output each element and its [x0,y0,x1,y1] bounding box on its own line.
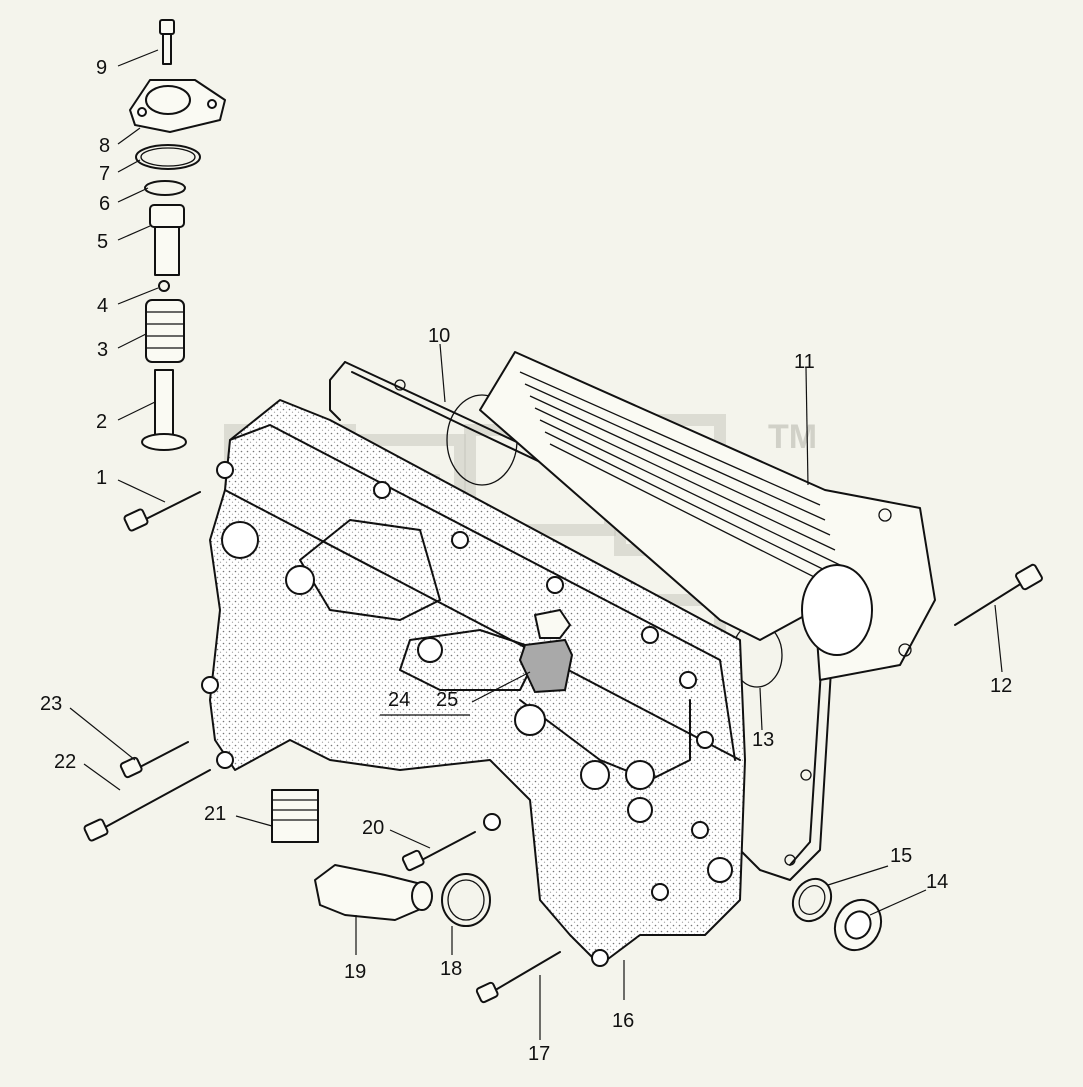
callout-7: 7 [99,163,110,185]
callout-13: 13 [752,729,774,751]
cooler-housing [201,399,746,967]
callout-12: 12 [990,675,1012,697]
callout-15: 15 [890,845,912,867]
callout-20: 20 [362,817,384,839]
callout-3: 3 [97,339,108,361]
leader-lines [69,49,1003,1040]
callout-17: 17 [528,1043,550,1065]
callout-21: 21 [204,803,226,825]
callout-2: 2 [96,411,107,433]
callout-25: 25 [436,689,458,711]
watermark-tm: TM [768,418,817,456]
oil-cooler-core [479,351,936,681]
callout-11: 11 [794,351,815,373]
callout-5: 5 [97,231,108,253]
callout-14: 14 [926,871,948,893]
callout-10: 10 [428,325,450,347]
bolts [83,491,1043,1004]
callout-19: 19 [344,961,366,983]
valve-stack [129,19,226,451]
callout-24: 24 [388,689,410,711]
callout-22: 22 [54,751,76,773]
fittings [271,789,883,952]
callout-23: 23 [40,693,62,715]
callout-9: 9 [96,57,107,79]
callout-1: 1 [96,467,107,489]
callout-6: 6 [99,193,110,215]
callout-16: 16 [612,1010,634,1032]
callout-18: 18 [440,958,462,980]
callout-labels: 9 8 7 6 5 4 3 2 1 10 11 12 13 14 15 16 1… [40,57,1012,1065]
callout-8: 8 [99,135,110,157]
callout-4: 4 [97,295,108,317]
